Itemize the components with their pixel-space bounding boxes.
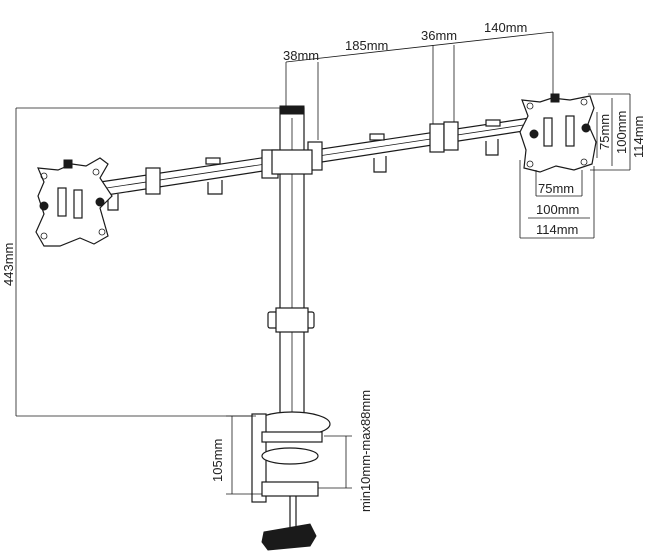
dim-desk-thickness: min10mm-max88mm	[358, 390, 373, 512]
dim-vesa-75-v: 75mm	[538, 181, 574, 196]
pole	[267, 105, 315, 427]
dim-38mm: 38mm	[283, 48, 319, 63]
height-dimension-lines	[15, 107, 286, 417]
dim-clamp-105mm: 105mm	[210, 439, 225, 482]
dim-36mm: 36mm	[421, 28, 457, 43]
crossbar-arm	[99, 117, 531, 211]
top-dimension-lines	[285, 31, 554, 140]
dim-vesa-114-h: 114mm	[631, 116, 646, 158]
dim-vesa-114-v: 114mm	[536, 222, 578, 237]
dim-185mm: 185mm	[345, 38, 388, 53]
clamp-dimension-lines	[226, 415, 352, 495]
right-vesa-plate	[519, 93, 597, 173]
dim-vesa-100-v: 100mm	[536, 202, 579, 217]
dim-vesa-75-h: 75mm	[597, 114, 612, 150]
dim-vesa-100-h: 100mm	[614, 111, 629, 154]
dim-140mm: 140mm	[484, 20, 527, 35]
left-vesa-plate	[35, 157, 113, 247]
vesa-dimension-lines	[519, 93, 631, 239]
dim-443mm: 443mm	[1, 243, 16, 286]
desk-clamp	[251, 411, 331, 551]
